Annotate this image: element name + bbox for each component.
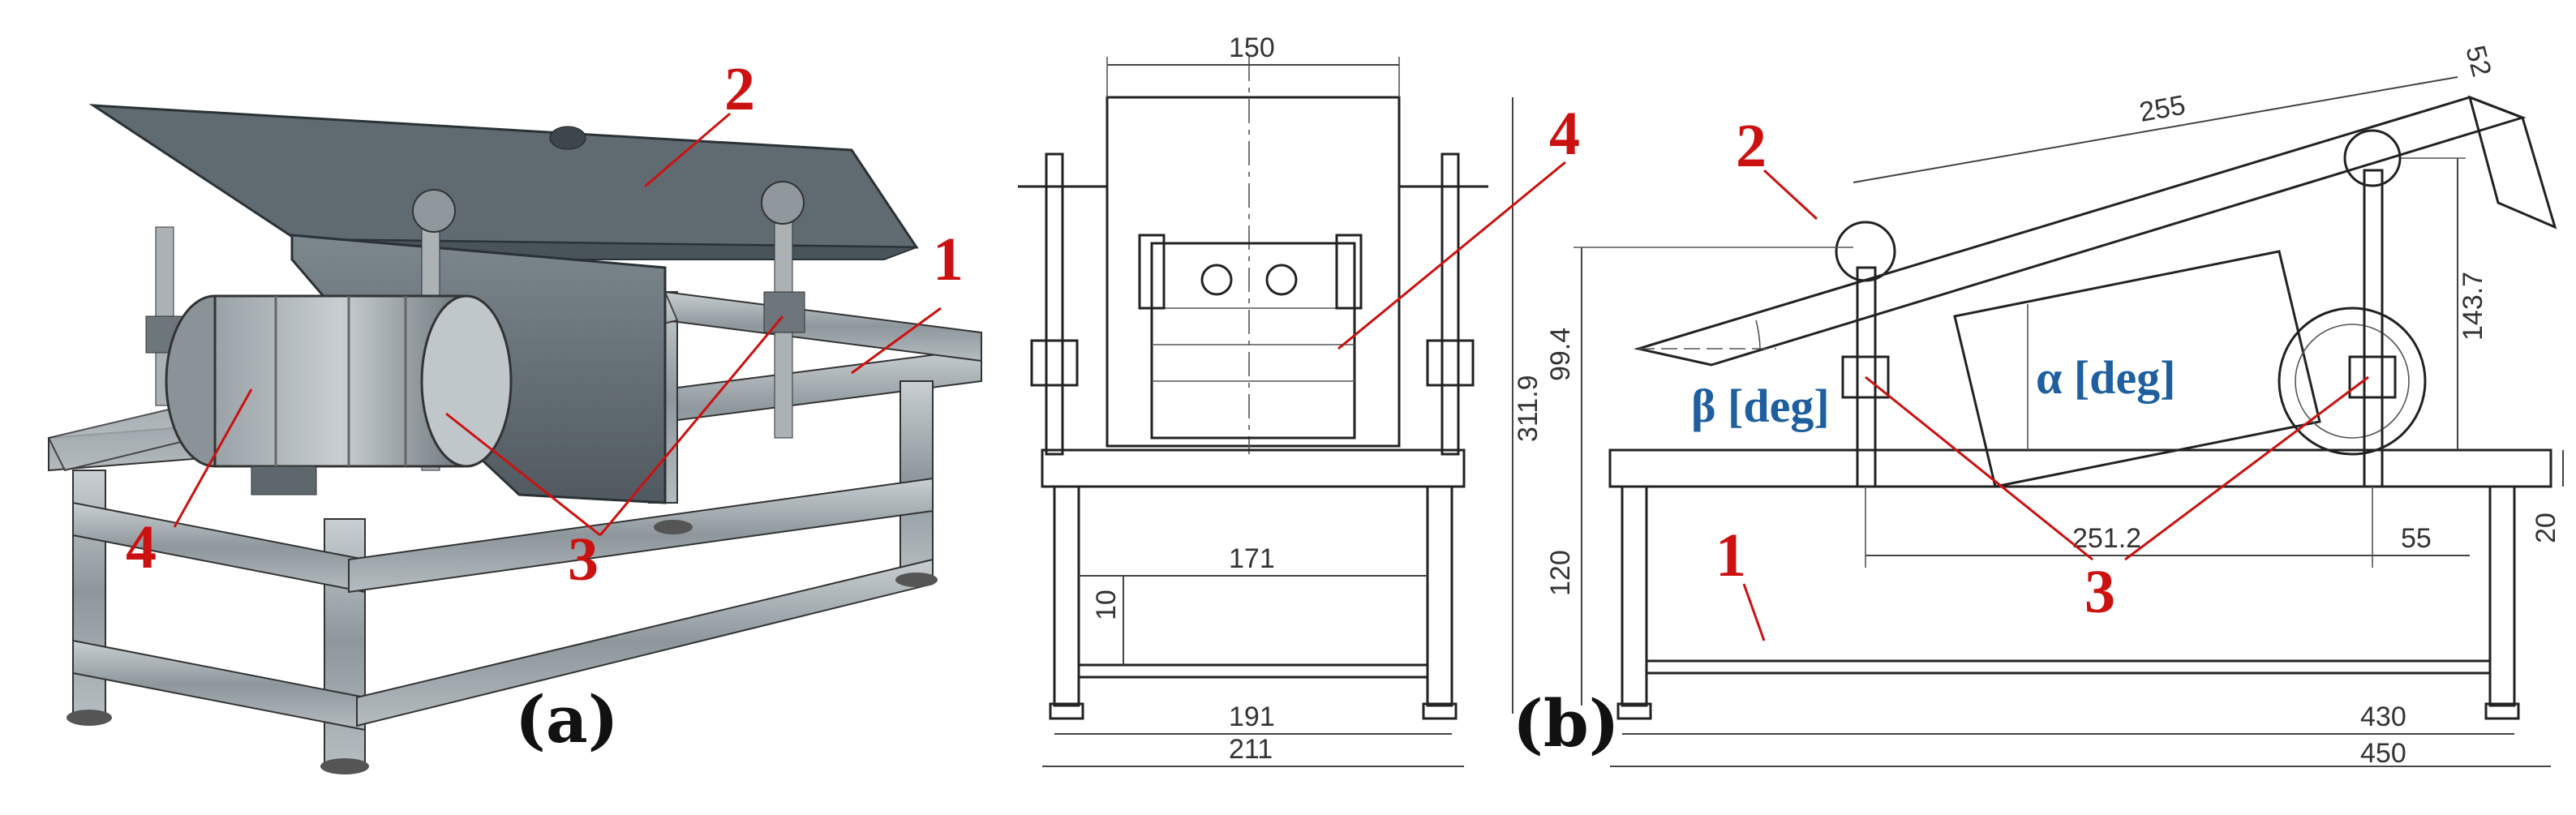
callout-a-2: 2 [724,55,755,123]
angle-beta: β [deg] [1691,380,1830,432]
front-view-drawing: 150 311.9 171 10 191 211 4 [1018,32,1580,767]
dim-side-99-4: 99.4 [1545,328,1576,381]
callout-b-2: 2 [1736,112,1767,180]
dim-front-311-9: 311.9 [1513,375,1543,442]
panel-b-side-view: 255 52 99.4 143.7 120 20 251.2 55 430 45… [1513,42,2564,769]
dim-side-430: 430 [2360,701,2406,732]
panel-label-a: (a) [515,681,619,757]
dim-side-251-2: 251.2 [2072,523,2141,554]
angle-alpha: α [deg] [2036,351,2176,404]
dim-side-450: 450 [2360,738,2406,769]
callout-b-1: 1 [1715,521,1746,590]
dim-side-120: 120 [1545,550,1576,596]
dim-front-171: 171 [1229,543,1275,574]
callout-a-4: 4 [126,513,157,581]
dim-front-10: 10 [1091,590,1122,620]
callout-front-4: 4 [1549,100,1580,168]
callout-a-1: 1 [933,225,964,294]
panel-label-b: (b) [1513,685,1620,761]
panel-a-render: 2 1 3 4 (a) [47,55,982,774]
dim-side-143-7: 143.7 [2458,272,2488,341]
motor-render [165,294,513,495]
dim-side-20: 20 [2531,513,2561,543]
dim-front-211: 211 [1229,734,1273,765]
dim-front-150: 150 [1229,32,1275,63]
dim-front-191: 191 [1229,701,1275,732]
dim-side-255: 255 [2137,90,2187,128]
dim-side-55: 55 [2401,523,2432,554]
callout-a-3: 3 [568,525,599,594]
callout-b-3: 3 [2084,558,2115,626]
dim-side-52: 52 [2459,42,2497,79]
